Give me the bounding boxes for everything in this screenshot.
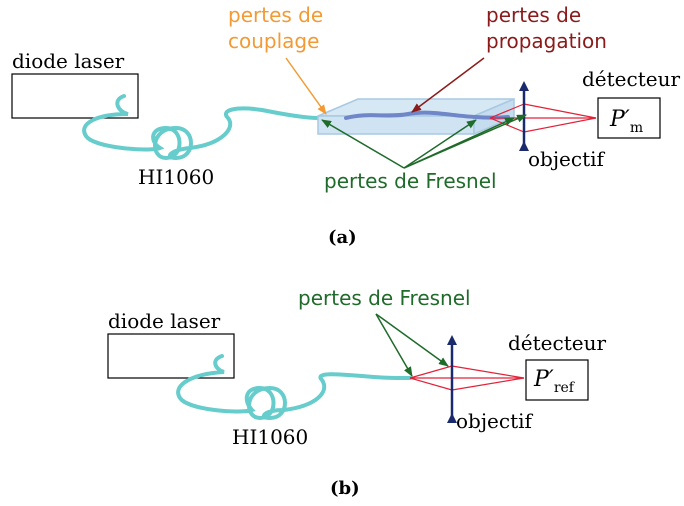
laser-label: diode laser: [12, 49, 125, 73]
panel-b: diode laser HI1060 objectif pertes de Fr…: [107, 286, 606, 499]
propagation-loss-label-line1: pertes de: [486, 3, 581, 27]
coupling-loss-arrow: [285, 57, 327, 115]
propagation-loss-arrow: [411, 57, 485, 113]
lens-label: objectif: [528, 147, 606, 171]
fiber-label: HI1060: [138, 165, 214, 189]
caption-a: (a): [328, 227, 357, 248]
laser-label: diode laser: [108, 309, 221, 333]
lens-label: objectif: [456, 409, 534, 433]
detector-label: détecteur: [582, 67, 680, 91]
fresnel-loss-label: pertes de Fresnel: [298, 286, 471, 310]
output-beam: [409, 365, 525, 391]
detector-label: détecteur: [508, 331, 606, 355]
propagation-loss-label-line2: propagation: [486, 29, 607, 53]
fiber-label: HI1060: [232, 425, 308, 449]
optical-fiber: [82, 94, 350, 161]
caption-b: (b): [330, 478, 360, 499]
laser-diode-box: [11, 73, 139, 119]
coupling-loss-label-line1: pertes de: [228, 3, 323, 27]
detector-box: [597, 97, 661, 139]
fresnel-loss-label: pertes de Fresnel: [324, 169, 497, 193]
fresnel-loss-arrows: [321, 114, 527, 169]
detector-box: [525, 359, 589, 401]
laser-diode-box: [107, 333, 235, 379]
detector-power-symbol: P′ref: [533, 367, 576, 396]
panel-a: diode laser HI1060 pertes de couplage pe…: [11, 3, 680, 248]
optical-fiber: [176, 354, 412, 421]
detector-power-symbol: P′m: [609, 107, 643, 136]
coupling-loss-label-line2: couplage: [228, 29, 319, 53]
fresnel-loss-arrows: [375, 313, 449, 377]
